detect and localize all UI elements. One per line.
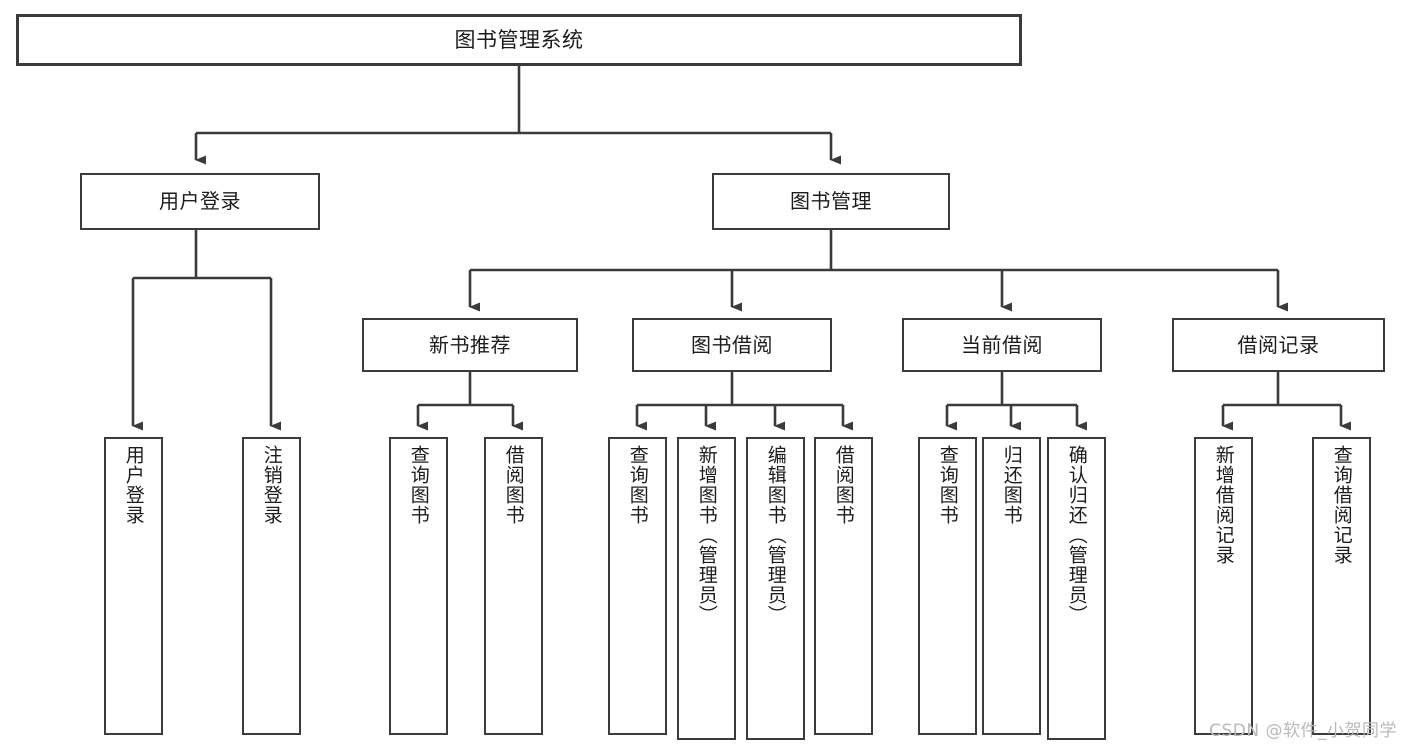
leaf-recommend-borrow-book[interactable]: 借阅图书 (484, 437, 543, 735)
leaf-borrow-edit-book-admin[interactable]: 编辑图书（管理员） (746, 437, 805, 740)
leaf-current-return-book[interactable]: 归还图书 (982, 437, 1041, 735)
node-root-system[interactable]: 图书管理系统 (16, 14, 1022, 66)
node-label: 确认归还（管理员） (1065, 445, 1088, 625)
csdn-watermark: CSDN @软件_小贺同学 (1209, 721, 1397, 741)
leaf-recommend-query-book[interactable]: 查询图书 (389, 437, 448, 735)
node-label: 新书推荐 (429, 332, 511, 357)
node-label: 图书借阅 (691, 332, 773, 357)
node-label: 新增借阅记录 (1212, 445, 1235, 565)
node-label: 借阅图书 (832, 445, 855, 525)
leaf-current-query-book[interactable]: 查询图书 (918, 437, 977, 735)
leaf-borrow-query-book[interactable]: 查询图书 (608, 437, 667, 735)
node-label: 查询图书 (407, 445, 430, 525)
leaf-user-login-logout[interactable]: 注销登录 (242, 437, 301, 735)
node-label: 查询借阅记录 (1330, 445, 1353, 565)
leaf-borrow-borrow-book[interactable]: 借阅图书 (814, 437, 873, 735)
node-current-borrow[interactable]: 当前借阅 (902, 318, 1102, 372)
node-book-borrow[interactable]: 图书借阅 (632, 318, 832, 372)
node-label: 图书管理 (790, 189, 872, 213)
node-borrow-record[interactable]: 借阅记录 (1172, 318, 1385, 372)
node-label: 查询图书 (936, 445, 959, 525)
leaf-record-query-record[interactable]: 查询借阅记录 (1312, 437, 1371, 735)
node-label: 借阅记录 (1237, 332, 1320, 357)
leaf-record-add-record[interactable]: 新增借阅记录 (1194, 437, 1253, 735)
node-label: 用户登录 (159, 189, 241, 213)
node-label: 新增图书（管理员） (695, 445, 718, 625)
node-user-login[interactable]: 用户登录 (80, 173, 320, 230)
node-label: 借阅图书 (502, 445, 525, 525)
node-label: 查询图书 (626, 445, 649, 525)
leaf-current-confirm-return-admin[interactable]: 确认归还（管理员） (1047, 437, 1106, 740)
node-new-book-recommend[interactable]: 新书推荐 (362, 318, 578, 372)
node-label: 归还图书 (1000, 445, 1023, 525)
node-label: 当前借阅 (961, 332, 1043, 357)
node-book-management[interactable]: 图书管理 (712, 173, 950, 230)
node-label: 注销登录 (260, 445, 283, 525)
node-label: 编辑图书（管理员） (764, 445, 787, 625)
leaf-borrow-add-book-admin[interactable]: 新增图书（管理员） (677, 437, 736, 740)
node-label: 图书管理系统 (454, 27, 584, 52)
node-label: 用户登录 (122, 445, 145, 525)
leaf-user-login-login[interactable]: 用户登录 (104, 437, 163, 735)
